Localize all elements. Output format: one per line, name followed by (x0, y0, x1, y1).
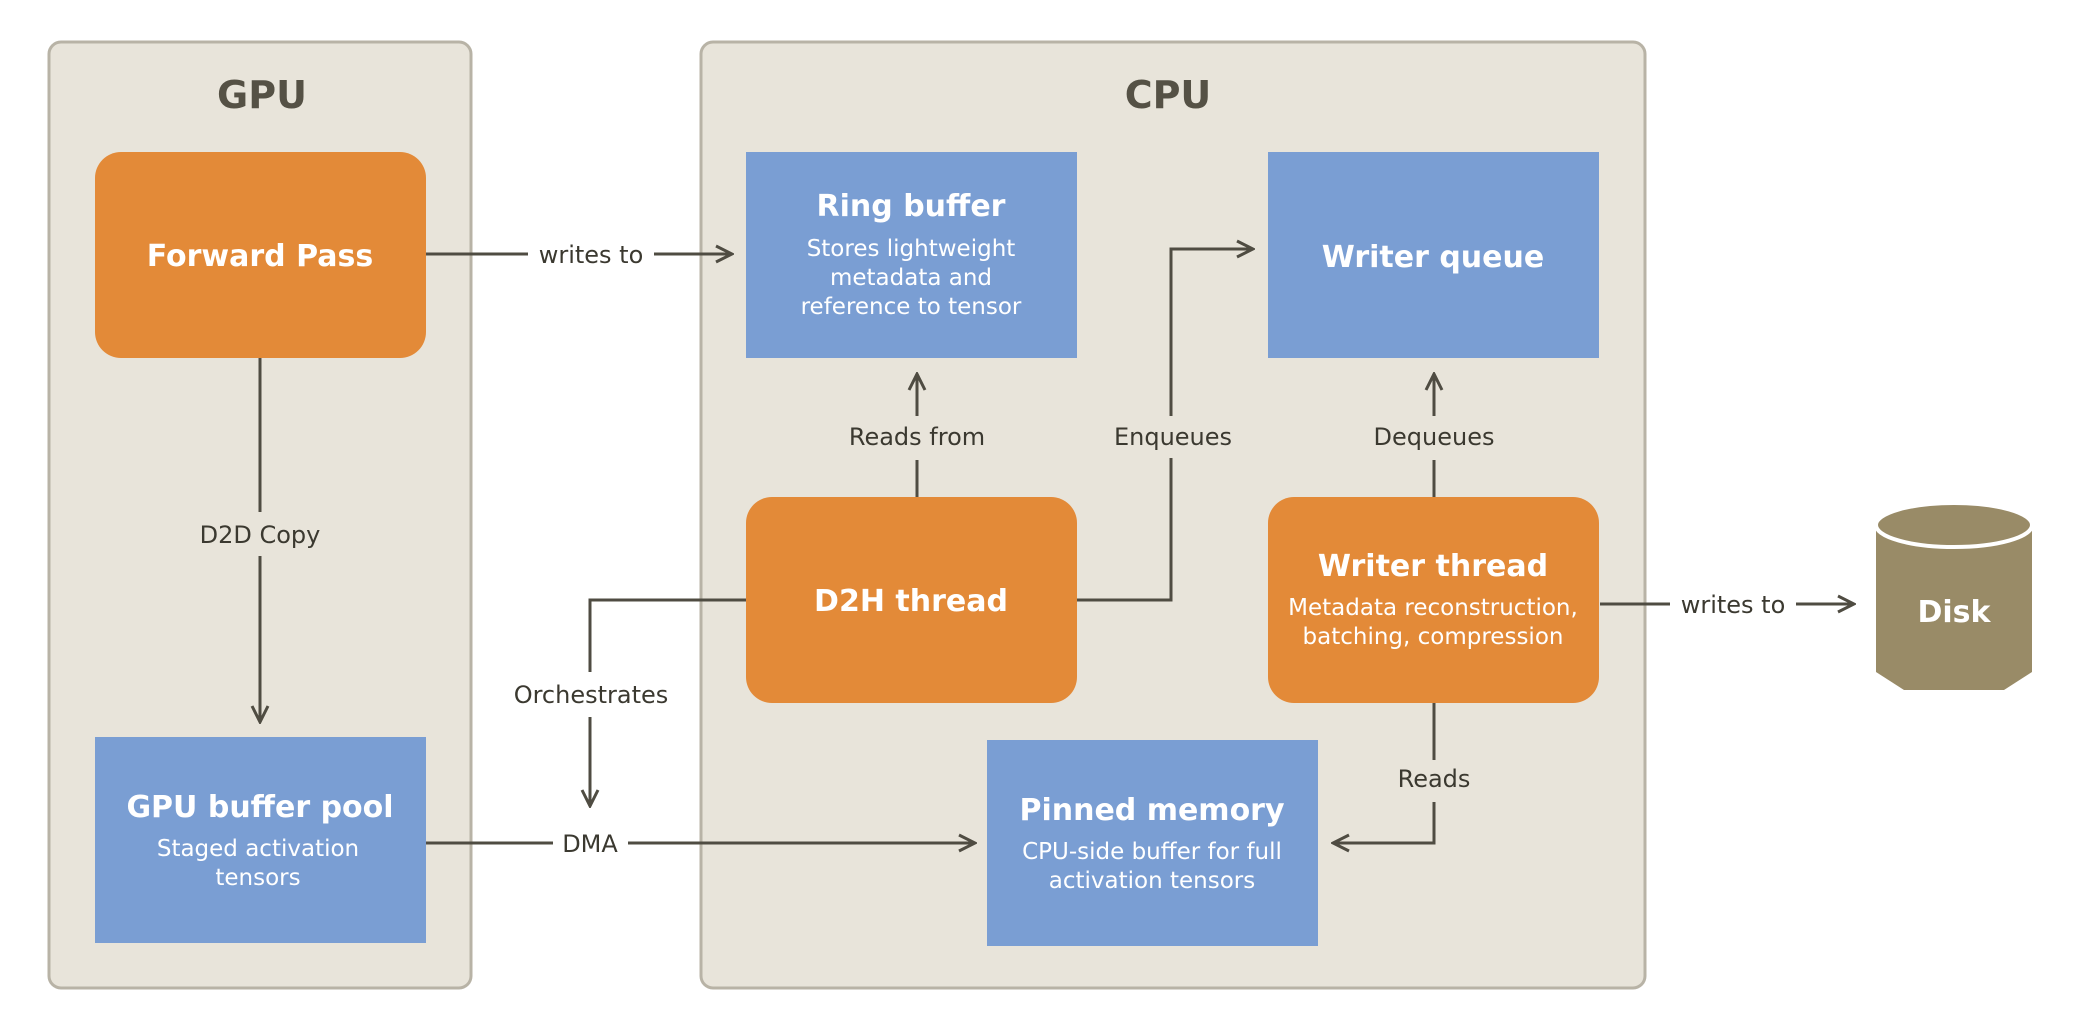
gpu-buffer-pool-line-1: Staged activation (157, 836, 359, 862)
d2h-thread-node: D2H thread (746, 497, 1077, 703)
writer-queue-node: Writer queue (1268, 152, 1599, 358)
edge-d2h-enqueues-writer-queue: Enqueues (1076, 249, 1253, 602)
edge-forward-pass-to-ring-buffer: writes to (426, 241, 732, 269)
writer-queue-title: Writer queue (1322, 240, 1544, 275)
edge-d2h-orchestrates-dma: Orchestrates (514, 598, 746, 806)
ring-buffer-line-2: metadata and (830, 265, 992, 291)
edge-label-writes-to-disk: writes to (1681, 591, 1786, 619)
forward-pass-node: Forward Pass (95, 152, 426, 358)
edge-writer-reads-pinned-memory: Reads (1333, 703, 1470, 843)
pinned-memory-title: Pinned memory (1019, 793, 1285, 828)
disk-node: Disk (1874, 501, 2034, 690)
edge-d2h-reads-ring-buffer: Reads from (849, 374, 985, 497)
gpu-buffer-pool-title: GPU buffer pool (126, 790, 393, 825)
edge-gpu-pool-dma-to-pinned-memory: DMA (426, 830, 975, 858)
edge-writer-dequeues-writer-queue: Dequeues (1374, 374, 1495, 497)
edge-label-enqueues: Enqueues (1114, 423, 1232, 451)
edge-label-dma: DMA (562, 830, 618, 858)
gpu-buffer-pool-node: GPU buffer pool Staged activation tensor… (95, 737, 426, 943)
gpu-region-title: GPU (217, 73, 307, 117)
pinned-memory-line-2: activation tensors (1049, 868, 1255, 894)
edge-label-reads: Reads (1398, 765, 1471, 793)
edge-label-orchestrates: Orchestrates (514, 681, 669, 709)
writer-thread-line-1: Metadata reconstruction, (1288, 595, 1578, 621)
edge-label-dequeues: Dequeues (1374, 423, 1495, 451)
ring-buffer-line-1: Stores lightweight (807, 236, 1016, 262)
writer-thread-node: Writer thread Metadata reconstruction, b… (1268, 497, 1599, 703)
d2h-thread-title: D2H thread (814, 584, 1008, 619)
writer-thread-title: Writer thread (1318, 549, 1548, 584)
pinned-memory-node: Pinned memory CPU-side buffer for full a… (987, 740, 1318, 946)
ring-buffer-title: Ring buffer (817, 189, 1006, 224)
edge-label-writes-to: writes to (539, 241, 644, 269)
disk-title: Disk (1918, 595, 1992, 630)
gpu-buffer-pool-line-2: tensors (215, 865, 300, 891)
disk-icon (1874, 501, 2034, 690)
edge-label-d2d-copy: D2D Copy (200, 521, 321, 549)
ring-buffer-node: Ring buffer Stores lightweight metadata … (746, 152, 1077, 358)
edge-label-reads-from: Reads from (849, 423, 985, 451)
ring-buffer-line-3: reference to tensor (801, 294, 1022, 320)
edge-writer-writes-to-disk: writes to (1600, 591, 1854, 619)
edge-forward-pass-to-gpu-buffer-pool: D2D Copy (200, 358, 321, 722)
pinned-memory-line-1: CPU-side buffer for full (1022, 839, 1282, 865)
cpu-region-title: CPU (1125, 73, 1212, 117)
forward-pass-title: Forward Pass (147, 239, 374, 274)
writer-thread-line-2: batching, compression (1303, 624, 1564, 650)
